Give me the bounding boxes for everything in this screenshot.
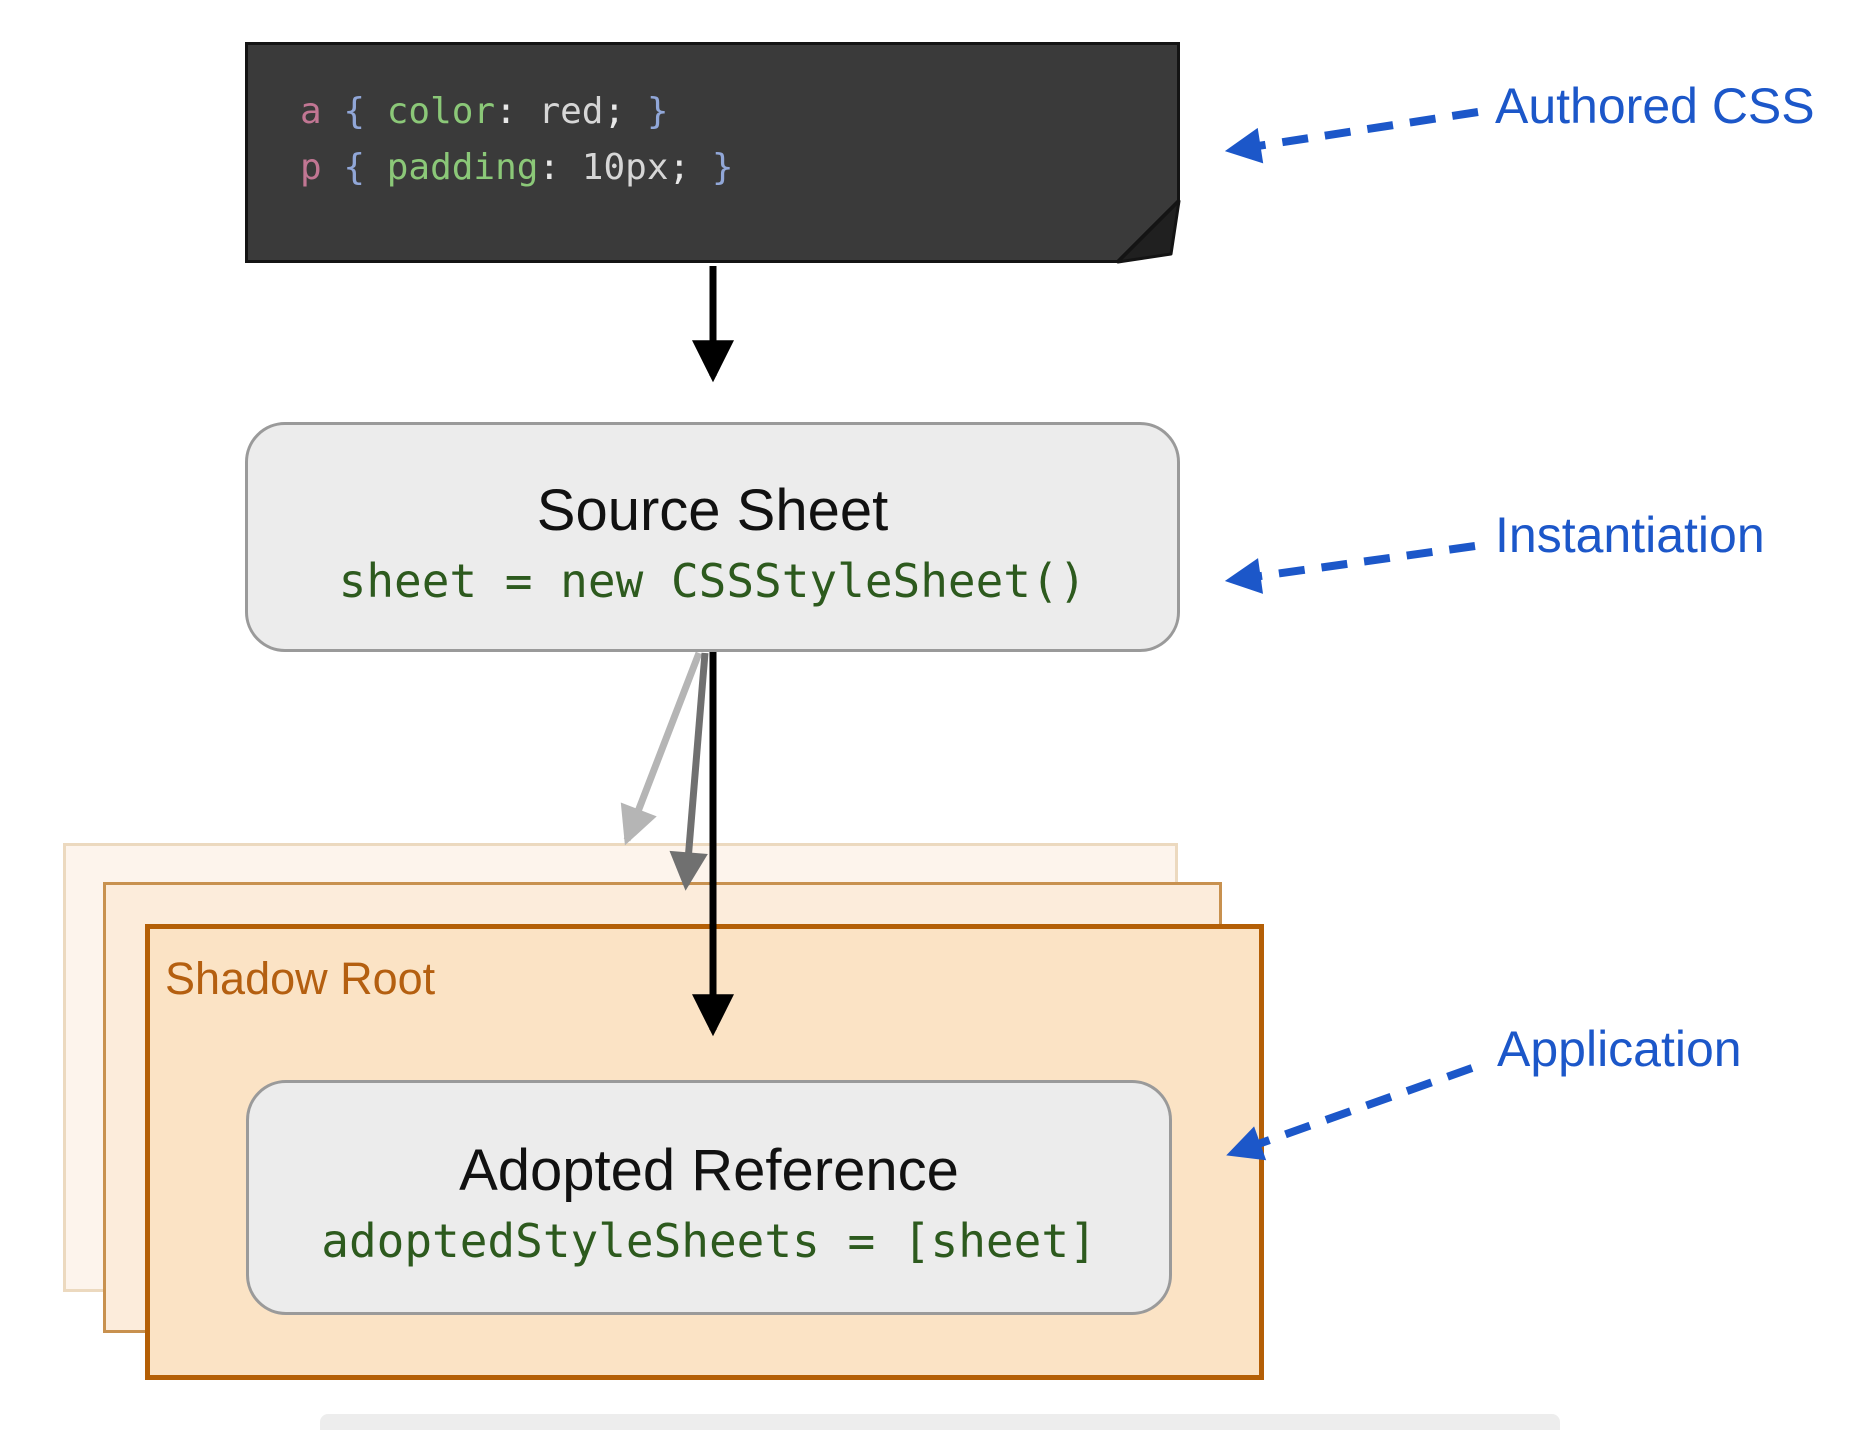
css-selector: a (300, 91, 322, 132)
css-value: 10px (581, 147, 669, 188)
css-selector: p (300, 147, 322, 188)
source-sheet-box: Source Sheet sheet = new CSSStyleSheet() (245, 422, 1180, 652)
application-label: Application (1497, 1021, 1742, 1077)
adopted-reference-code: adoptedStyleSheets = [sheet] (321, 1214, 1097, 1268)
page-bottom-edge (320, 1414, 1560, 1430)
shadow-root-label: Shadow Root (165, 953, 436, 1004)
annotation-arrow-instantiation-icon (1224, 542, 1476, 594)
annotation-arrow-authored-icon (1224, 108, 1479, 164)
css-property: padding (386, 147, 539, 188)
source-sheet-code: sheet = new CSSStyleSheet() (338, 553, 1087, 608)
flow-arrow-to-back-layer (620, 651, 703, 846)
adopted-reference-title: Adopted Reference (459, 1138, 959, 1203)
css-rule-line: a { color: red; } (300, 91, 669, 132)
css-value: red (538, 91, 604, 132)
authored-css-label: Authored CSS (1495, 78, 1815, 134)
source-sheet-title: Source Sheet (536, 477, 889, 543)
adopted-reference-box: Adopted Reference adoptedStyleSheets = [… (246, 1080, 1172, 1315)
authored-css-note: a { color: red; } p { padding: 10px; } (245, 42, 1180, 263)
css-rule-line: p { padding: 10px; } (300, 147, 734, 188)
css-property: color (386, 91, 496, 132)
instantiation-label: Instantiation (1495, 507, 1765, 563)
annotation-arrow-application-icon (1226, 1064, 1474, 1161)
